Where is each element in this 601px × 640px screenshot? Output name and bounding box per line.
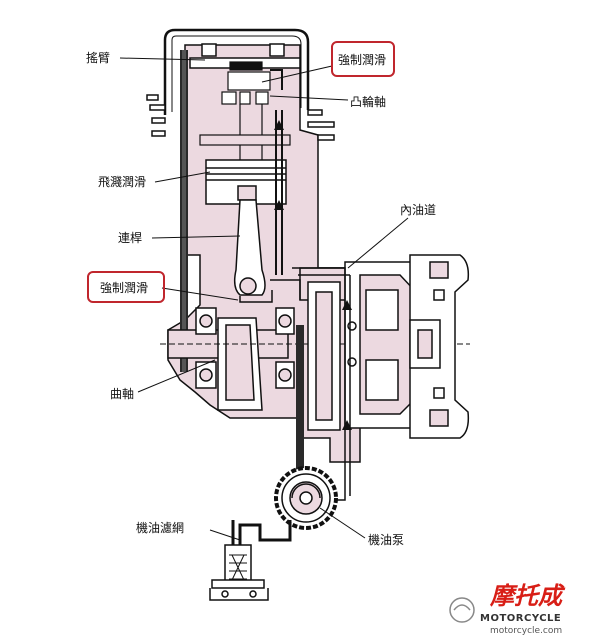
label-inner-oil-passage: 內油道 xyxy=(400,203,436,217)
label-connecting-rod: 連桿 xyxy=(118,230,142,245)
leader-lines xyxy=(119,57,409,541)
label-oil-pump: 機油泵 xyxy=(368,532,404,547)
watermark-logo-icon xyxy=(449,597,475,623)
rocker-cover xyxy=(163,28,310,115)
leader-oil-pump xyxy=(319,507,366,539)
watermark: 摩托成 MOTORCYCLE motorcycle.com xyxy=(449,582,566,636)
label-splash-lube: 飛濺潤滑 xyxy=(98,174,146,189)
flow-arrows xyxy=(274,120,352,430)
label-rocker-arm: 搖臂 xyxy=(86,51,110,65)
leader-crankshaft xyxy=(137,359,216,393)
rocker-cover-inner xyxy=(171,35,302,112)
crankshaft-assembly xyxy=(160,307,470,411)
watermark-text: 摩托成 xyxy=(489,582,566,610)
leader-forced-lube-top xyxy=(261,65,333,83)
highlight-box-top xyxy=(331,41,395,77)
label-forced-lube-mid: 強制潤滑 xyxy=(100,281,148,295)
highlight-box-mid xyxy=(87,271,165,303)
oil-feed-shaft xyxy=(296,325,304,505)
connecting-rod xyxy=(233,199,266,296)
leader-forced-lube-mid xyxy=(161,287,239,301)
clutch-assembly xyxy=(299,254,470,439)
piston xyxy=(205,159,287,205)
oil-pump-gear xyxy=(274,466,338,530)
label-crankshaft: 曲軸 xyxy=(110,387,134,401)
cooling-fins-right xyxy=(307,109,335,141)
cooling-fins-left xyxy=(146,94,166,137)
leader-connecting-rod xyxy=(151,235,241,239)
oil-strainer xyxy=(209,520,292,601)
valve-train xyxy=(199,61,291,160)
leader-inner-oil-passage xyxy=(347,217,409,269)
leader-splash-lube xyxy=(154,171,211,183)
label-oil-filter-screen: 機油濾網 xyxy=(136,520,184,535)
label-camshaft: 凸輪軸 xyxy=(350,94,386,109)
cam-chain xyxy=(180,50,188,372)
leader-camshaft xyxy=(269,95,349,101)
watermark-en: MOTORCYCLE xyxy=(480,613,561,624)
oil-gallery xyxy=(270,69,283,275)
leader-rocker-arm xyxy=(119,57,206,61)
watermark-url: motorcycle.com xyxy=(490,626,562,636)
leader-oil-filter xyxy=(209,529,241,541)
label-forced-lube-top: 強制潤滑 xyxy=(338,53,386,67)
